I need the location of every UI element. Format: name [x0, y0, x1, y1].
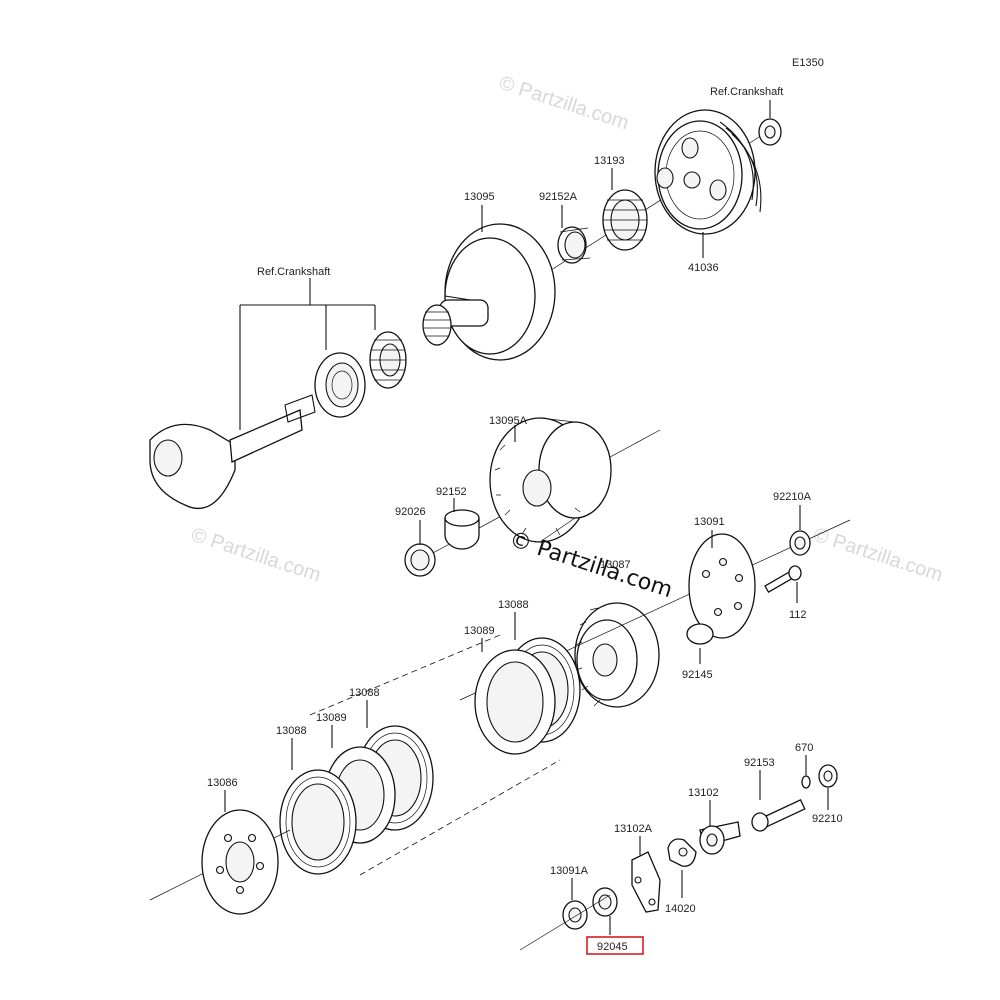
label-92152: 92152: [436, 486, 467, 498]
label-13102: 13102: [688, 787, 719, 799]
watermark-top: © Partzilla.com: [496, 72, 631, 135]
part-13087-hub: [574, 602, 660, 708]
label-13095: 13095: [464, 191, 495, 203]
highlight-box-92045: [586, 936, 644, 955]
label-13088-mid: 13088: [349, 687, 380, 699]
label-92145: 92145: [682, 669, 713, 681]
crankshaft: [149, 394, 316, 510]
label-92026: 92026: [395, 506, 426, 518]
part-92210A-nut: [789, 530, 811, 556]
part-670-o-ring: [801, 775, 811, 789]
label-13091A: 13091A: [550, 865, 589, 877]
part-14020-plate: [667, 838, 697, 867]
crank-bearing: [314, 352, 366, 418]
label-112: 112: [789, 609, 807, 621]
part-13086-pressure-plate: [201, 809, 279, 915]
ref-label-crankshaft-top: Ref.Crankshaft: [710, 86, 783, 98]
label-13102A: 13102A: [614, 823, 653, 835]
part-92152-bushing: [444, 509, 480, 550]
part-92210-nut: [818, 764, 838, 788]
part-13102-lever: [699, 821, 741, 855]
dash-top: [309, 634, 501, 716]
part-13095A-clutch-hub: [489, 417, 612, 543]
label-13088-left: 13088: [276, 725, 307, 737]
label-13193: 13193: [594, 155, 625, 167]
label-92045[interactable]: 92045: [597, 941, 628, 953]
label-670: 670: [795, 742, 813, 754]
part-92145-spring: [686, 623, 714, 645]
label-92210A: 92210A: [773, 491, 812, 503]
nut-e1350: [758, 118, 782, 146]
part-41036-clutch-drum: [654, 109, 762, 235]
label-13089-mid: 13089: [316, 712, 347, 724]
dash-bottom: [359, 759, 561, 876]
part-92026-collar: [404, 543, 436, 577]
label-13091: 13091: [694, 516, 725, 528]
part-92153-pin: [751, 799, 806, 832]
ref-label-e1350: E1350: [792, 57, 824, 69]
label-13095A: 13095A: [489, 415, 528, 427]
label-92210: 92210: [812, 813, 843, 825]
part-112-bolt: [764, 565, 802, 593]
part-92045-bearing: [592, 887, 618, 917]
watermark-left: © Partzilla.com: [188, 524, 323, 587]
part-13102A-arm: [631, 851, 661, 913]
part-92152A-bushing: [557, 226, 591, 264]
part-13089-top-steel: [474, 649, 556, 755]
axis-line-release: [519, 894, 611, 951]
part-13088-left-friction: [279, 769, 357, 875]
label-41036: 41036: [688, 262, 719, 274]
watermark-right: © Partzilla.com: [810, 524, 945, 587]
label-13086: 13086: [207, 777, 238, 789]
label-14020: 14020: [665, 903, 696, 915]
ref-crankshaft-bracket: [239, 304, 376, 430]
label-92152A: 92152A: [539, 191, 578, 203]
label-92153: 92153: [744, 757, 775, 769]
label-13089-top: 13089: [464, 625, 495, 637]
label-13087: 13087: [600, 559, 631, 571]
label-13088-top: 13088: [498, 599, 529, 611]
part-13095-housing: [422, 223, 556, 361]
watermark-logo: © Partzilla.com: [506, 527, 675, 603]
part-13091-plate: [688, 533, 756, 639]
ref-label-crankshaft-left: Ref.Crankshaft: [257, 266, 330, 278]
crank-gear: [369, 331, 407, 389]
part-13193-one-way-clutch: [602, 189, 648, 251]
part-13091A-retainer: [562, 900, 588, 930]
